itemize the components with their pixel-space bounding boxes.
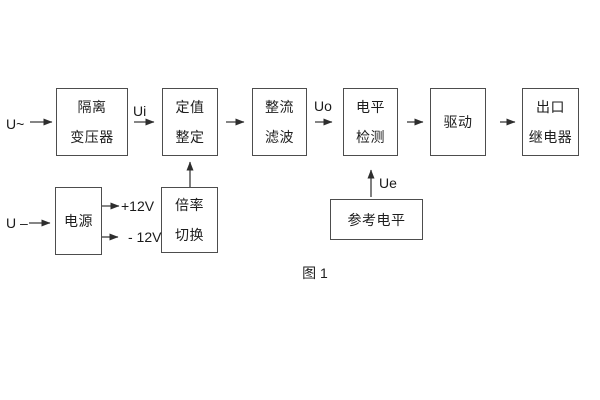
node-level-detect-label: 电平 — [356, 99, 385, 115]
node-ratio-switch-label: 切换 — [175, 227, 204, 243]
label-plus-12v: +12V — [121, 198, 155, 214]
node-isolation-transformer: 隔离变压器 — [56, 88, 128, 156]
label-signal-uo: Uo — [314, 98, 332, 114]
node-drive-label: 驱动 — [443, 114, 473, 130]
label-signal-ue: Ue — [379, 175, 397, 191]
label-signal-ui: Ui — [133, 103, 147, 119]
figure-caption: 图 1 — [302, 265, 328, 281]
node-reference-level: 参考电平 — [330, 199, 423, 240]
node-reference-level-label: 参考电平 — [347, 211, 406, 228]
node-rectifier-filter-label: 滤波 — [265, 129, 294, 145]
node-output-relay: 出口继电器 — [522, 88, 579, 156]
node-level-detect: 电平检测 — [343, 88, 398, 156]
label-minus-12v: - 12V — [128, 229, 162, 245]
node-drive: 驱动 — [430, 88, 486, 156]
label-input-ac: U~ — [6, 116, 25, 132]
node-isolation-transformer-label: 变压器 — [70, 129, 114, 145]
node-level-detect-label: 检测 — [356, 129, 385, 145]
node-rectifier-filter: 整流滤波 — [252, 88, 307, 156]
node-power-supply-label: 电源 — [64, 213, 93, 229]
node-isolation-transformer-label: 隔离 — [77, 99, 107, 115]
label-input-dc: U – — [6, 215, 28, 231]
node-output-relay-label: 继电器 — [528, 129, 573, 145]
node-setting-adjust-label: 整定 — [175, 129, 205, 145]
node-power-supply: 电源 — [55, 187, 102, 255]
node-ratio-switch-label: 倍率 — [175, 197, 204, 213]
node-setting-adjust: 定值整定 — [162, 88, 218, 156]
node-rectifier-filter-label: 整流 — [265, 99, 294, 115]
node-ratio-switch: 倍率切换 — [161, 187, 218, 253]
node-setting-adjust-label: 定值 — [175, 99, 205, 115]
node-output-relay-label: 出口 — [536, 99, 565, 115]
